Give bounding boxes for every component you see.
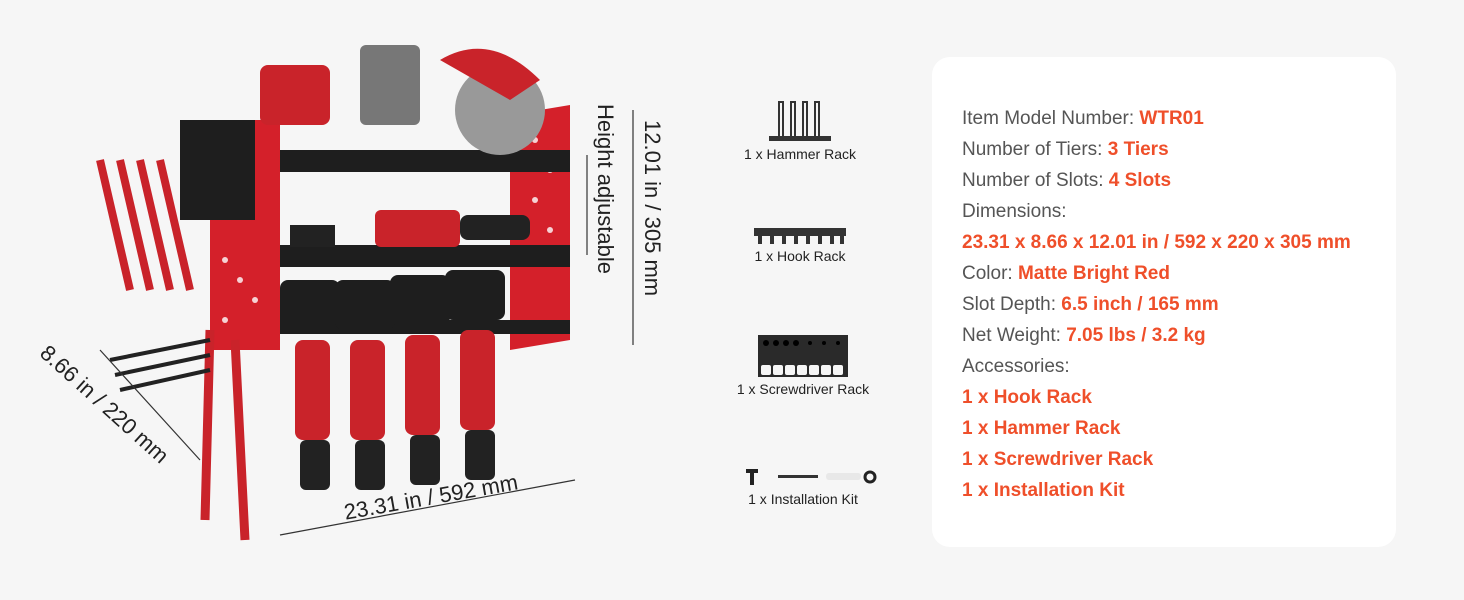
- spec-value: 3 Tiers: [1107, 139, 1169, 160]
- accessory-hammer-rack: 1 x Hammer Rack: [710, 98, 890, 162]
- spec-slot-depth: Slot Depth: 6.5 inch / 165 mm: [962, 289, 1351, 320]
- spec-label: Number of Slots:: [962, 170, 1109, 191]
- spec-accessory-item: 1 x Hook Rack: [962, 387, 1092, 408]
- spec-accessory-item: 1 x Hammer Rack: [962, 418, 1121, 439]
- height-dimension-label: 12.01 in / 305 mm: [640, 120, 665, 297]
- accessory-label: 1 x Hook Rack: [754, 248, 846, 264]
- spec-label: Item Model Number:: [962, 108, 1140, 129]
- tool-rack-product-image: [96, 45, 634, 541]
- spec-slots: Number of Slots: 4 Slots: [962, 165, 1351, 196]
- specs-card: Item Model Number: WTR01 Number of Tiers…: [932, 57, 1396, 547]
- spec-value: Matte Bright Red: [1017, 263, 1170, 284]
- spec-label: Net Weight:: [962, 325, 1067, 346]
- spec-label: Color:: [962, 263, 1018, 284]
- screwdriver-rack-icon: [758, 335, 848, 377]
- spec-accessory-item: 1 x Screwdriver Rack: [962, 449, 1154, 470]
- spec-accessories-label: Accessories:: [962, 356, 1070, 377]
- accessory-label: 1 x Hammer Rack: [743, 146, 857, 162]
- spec-value: WTR01: [1139, 108, 1204, 129]
- spec-value: 7.05 lbs / 3.2 kg: [1066, 325, 1206, 346]
- spec-value: 4 Slots: [1108, 170, 1172, 191]
- spec-dimensions-label: Dimensions:: [962, 201, 1067, 222]
- spec-accessory-item: 1 x Installation Kit: [962, 480, 1125, 501]
- hook-rack-icon: [754, 228, 846, 244]
- height-adjustable-label: Height adjustable: [593, 104, 618, 275]
- spec-value: 6.5 inch / 165 mm: [1061, 294, 1219, 315]
- accessory-label: 1 x Screwdriver Rack: [736, 381, 870, 397]
- spec-color: Color: Matte Bright Red: [962, 258, 1351, 289]
- accessory-hook-rack: 1 x Hook Rack: [710, 228, 890, 264]
- spec-weight: Net Weight: 7.05 lbs / 3.2 kg: [962, 320, 1351, 351]
- accessory-installation-kit: 1 x Installation Kit: [713, 467, 893, 507]
- spec-label: Slot Depth:: [962, 294, 1062, 315]
- accessory-label: 1 x Installation Kit: [748, 491, 858, 507]
- specs-list: Item Model Number: WTR01 Number of Tiers…: [962, 103, 1351, 506]
- spec-dimensions-value: 23.31 x 8.66 x 12.01 in / 592 x 220 x 30…: [962, 232, 1351, 253]
- installation-kit-icon: [746, 469, 877, 485]
- hammer-rack-icon: [769, 101, 831, 141]
- spec-tiers: Number of Tiers: 3 Tiers: [962, 134, 1351, 165]
- accessory-screwdriver-rack: 1 x Screwdriver Rack: [713, 335, 893, 397]
- spec-label: Number of Tiers:: [962, 139, 1108, 160]
- spec-model: Item Model Number: WTR01: [962, 103, 1351, 134]
